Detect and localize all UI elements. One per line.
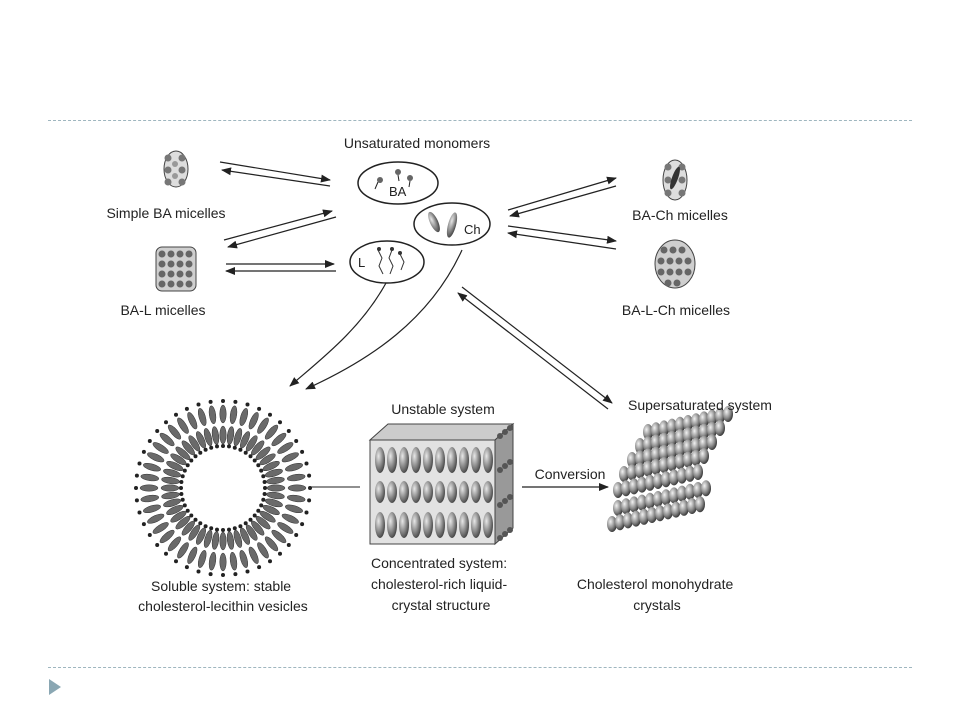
label-ba-l-ch-micelles: BA-L-Ch micelles (622, 302, 730, 318)
caption-concentrated-system: Concentrated system: cholesterol-rich li… (371, 555, 511, 613)
vesicle-icon (134, 399, 312, 577)
caption-cholesterol-crystals: Cholesterol monohydrate crystals (577, 576, 737, 613)
caption-crystals-line-2: crystals (633, 597, 680, 613)
bottom-divider (48, 667, 912, 668)
label-ba-ch-micelles: BA-Ch micelles (632, 207, 728, 223)
bubble-l-label: L (358, 255, 365, 270)
caption-concentrated-line-1: Concentrated system: (371, 555, 507, 571)
top-divider (48, 120, 912, 121)
label-unsaturated-monomers: Unsaturated monomers (344, 135, 490, 151)
ba-ch-micelle-icon (662, 159, 688, 201)
label-unstable-system: Unstable system (391, 401, 494, 417)
bubble-ch-label: Ch (464, 222, 481, 237)
ba-l-micelle-icon (155, 246, 197, 292)
caption-soluble-line-1: Soluble system: stable (151, 578, 291, 594)
caption-soluble-system: Soluble system: stable cholesterol-lecit… (138, 578, 308, 614)
label-conversion: Conversion (535, 466, 606, 482)
label-supersaturated-system: Supersaturated system (628, 397, 772, 413)
caption-concentrated-line-3: crystal structure (392, 597, 491, 613)
bubble-ba: BA (357, 161, 439, 205)
caption-concentrated-line-2: cholesterol-rich liquid- (371, 576, 508, 592)
simple-ba-micelle-icon (163, 150, 189, 188)
equilibrium-arrows (219, 161, 617, 410)
bubble-ch: Ch (413, 202, 491, 246)
label-simple-ba-micelles: Simple BA micelles (106, 205, 225, 221)
caption-crystals-line-1: Cholesterol monohydrate (577, 576, 734, 592)
label-ba-l-micelles: BA-L micelles (120, 302, 205, 318)
bubble-ba-label: BA (389, 184, 407, 199)
cholesterol-crystals-icon (607, 406, 733, 532)
liquid-crystal-icon (368, 422, 515, 546)
caption-soluble-line-2: cholesterol-lecithin vesicles (138, 598, 308, 614)
slide-bullet-icon (49, 679, 61, 695)
ba-l-ch-micelle-icon (654, 239, 696, 289)
bubble-l: L (349, 240, 425, 284)
